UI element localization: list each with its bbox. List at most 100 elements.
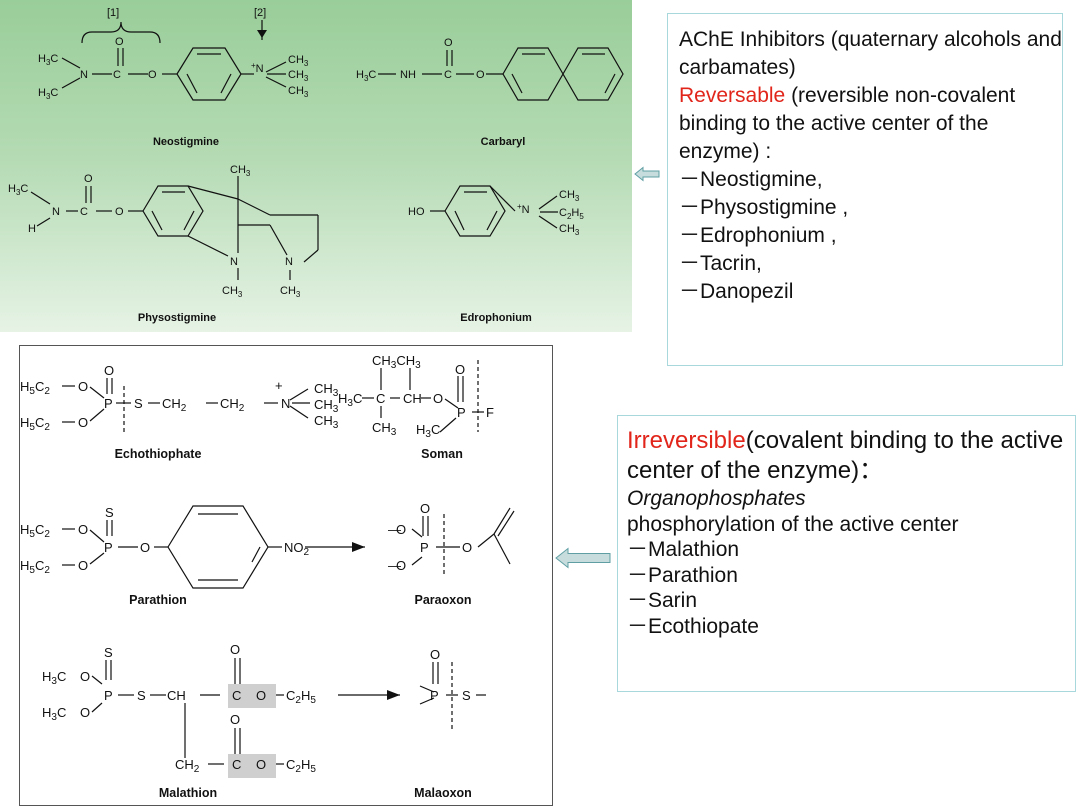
svg-text:CH3: CH3: [280, 285, 301, 299]
label-carbaryl: Carbaryl: [481, 136, 526, 148]
label-physostigmine: Physostigmine: [138, 312, 216, 324]
svg-text:O: O: [115, 36, 124, 48]
svg-text:CH: CH: [403, 391, 422, 406]
list-item: －Physostigmine ,: [679, 196, 849, 219]
svg-text:S: S: [104, 645, 113, 660]
svg-text:P: P: [104, 688, 113, 703]
svg-text:O: O: [430, 647, 440, 662]
svg-text:S: S: [105, 505, 114, 520]
svg-text:CH2: CH2: [162, 396, 187, 414]
svg-text:C: C: [444, 69, 452, 81]
svg-text:CH3: CH3: [288, 54, 309, 68]
reversible-description-text: (reversible non-covalent binding to the …: [679, 84, 1016, 163]
svg-text:NH: NH: [400, 69, 416, 81]
irreversible-highlight: Irreversible: [627, 427, 746, 454]
list-item: －Parathion: [627, 563, 738, 587]
svg-text:H3C: H3C: [38, 53, 58, 67]
svg-text:H: H: [28, 223, 36, 235]
marker-1: [1]: [107, 7, 119, 19]
svg-text:CH3: CH3: [372, 420, 397, 438]
svg-text:CH2: CH2: [220, 396, 245, 414]
svg-text:CH2: CH2: [175, 757, 200, 775]
svg-text:N: N: [285, 256, 293, 268]
list-item: －Danopezil: [679, 280, 794, 303]
svg-text:O: O: [256, 688, 266, 703]
label-malaoxon: Malaoxon: [414, 786, 472, 800]
label-parathion: Parathion: [129, 593, 187, 607]
marker-2: [2]: [254, 7, 266, 19]
svg-text:P: P: [420, 540, 429, 555]
svg-text:H5C2: H5C2: [20, 415, 50, 433]
svg-text:O: O: [84, 173, 93, 185]
svg-text:—: —: [388, 522, 401, 537]
svg-text:NO2: NO2: [284, 540, 310, 558]
svg-text:—: —: [388, 558, 401, 573]
label-neostigmine: Neostigmine: [153, 136, 219, 148]
svg-text:H3C: H3C: [338, 391, 362, 409]
mechanism-text: phosphorylation of the active center: [627, 512, 959, 536]
list-item: －Sarin: [627, 589, 698, 612]
svg-text:C: C: [113, 69, 121, 81]
svg-text:HO: HO: [408, 206, 425, 218]
svg-text:H3C: H3C: [8, 183, 28, 197]
svg-text:C2H5: C2H5: [559, 207, 584, 221]
svg-text:O: O: [230, 642, 240, 657]
svg-text:C2H5: C2H5: [286, 757, 316, 775]
svg-text:+N: +N: [517, 202, 530, 216]
svg-text:C: C: [376, 391, 385, 406]
irreversible-info-box: Irreversible(covalent binding to the act…: [617, 415, 1076, 692]
svg-text:CH3: CH3: [559, 189, 580, 203]
reversible-description: Reversable (reversible non-covalent bind…: [679, 82, 1062, 166]
svg-text:O: O: [256, 757, 266, 772]
svg-text:C: C: [232, 757, 241, 772]
reversible-info-box: AChE Inhibitors (quaternary alcohols and…: [667, 13, 1063, 366]
svg-text:O: O: [115, 206, 124, 218]
svg-text:F: F: [486, 405, 494, 420]
svg-text:CH3: CH3: [288, 85, 309, 99]
svg-text:O: O: [80, 705, 90, 720]
svg-text:P: P: [430, 688, 439, 703]
list-item: －Malathion: [627, 538, 740, 561]
irreversible-description: Irreversible(covalent binding to the act…: [627, 426, 1075, 486]
svg-text:H3C: H3C: [42, 705, 66, 723]
svg-text:CH: CH: [167, 688, 186, 703]
svg-text:N: N: [80, 69, 88, 81]
svg-text:H5C2: H5C2: [20, 522, 50, 540]
svg-text:H3C: H3C: [416, 422, 440, 440]
svg-text:P: P: [104, 396, 113, 411]
label-edrophonium: Edrophonium: [460, 312, 532, 324]
svg-text:H5C2: H5C2: [20, 558, 50, 576]
svg-text:P: P: [104, 540, 113, 555]
svg-text:O: O: [230, 712, 240, 727]
svg-text:N: N: [281, 396, 290, 411]
svg-text:H3C: H3C: [38, 87, 58, 101]
svg-text:O: O: [455, 362, 465, 377]
svg-text:O: O: [140, 540, 150, 555]
svg-text:S: S: [137, 688, 146, 703]
list-item: －Neostigmine,: [679, 168, 823, 191]
svg-text:N: N: [230, 256, 238, 268]
svg-text:O: O: [78, 522, 88, 537]
svg-text:N: N: [52, 206, 60, 218]
svg-text:H5C2: H5C2: [20, 379, 50, 397]
svg-text:O: O: [78, 379, 88, 394]
svg-text:+N: +N: [251, 61, 264, 75]
svg-text:CH3: CH3: [314, 381, 339, 399]
label-paraoxon: Paraoxon: [415, 593, 472, 607]
label-echothiophate: Echothiophate: [115, 447, 202, 461]
reversible-highlight: Reversable: [679, 84, 786, 107]
svg-text:CH3: CH3: [222, 285, 243, 299]
organophosphates-label: Organophosphates: [627, 487, 806, 510]
svg-text:O: O: [396, 522, 406, 537]
irreversible-description-text: (covalent binding to the active center o…: [627, 427, 1064, 484]
label-malathion: Malathion: [159, 786, 217, 800]
list-item: －Tacrin,: [679, 252, 762, 275]
svg-text:O: O: [78, 558, 88, 573]
svg-text:H3C: H3C: [356, 69, 376, 83]
svg-text:O: O: [462, 540, 472, 555]
svg-text:H3C: H3C: [42, 669, 66, 687]
list-item: －Ecothiopate: [627, 614, 759, 638]
